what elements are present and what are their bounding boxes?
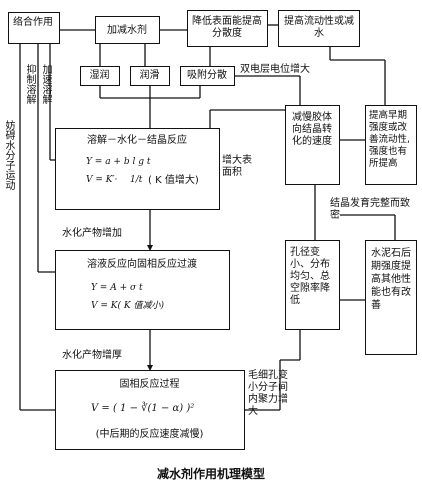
increase-area-label: 增大表面积: [222, 155, 252, 178]
accelerate-dissolve-label: 加速溶解: [40, 64, 51, 104]
dissolution-title: 溶解－水化－结晶反应: [87, 135, 187, 146]
solution-transition-node: 溶液反应向固相反应过渡 Y = A + σ t V = K( K 值减小): [55, 250, 230, 330]
wetting-node: 湿润: [80, 66, 120, 86]
solid-formula: V = ( 1 − ∛(1 − α) )²: [91, 403, 195, 414]
complex-node: 络合作用: [8, 12, 60, 44]
slow-gel-node: 减慢胶体向结晶转化的速度: [285, 105, 340, 185]
adsorption-node: 吸附分散: [180, 66, 235, 86]
early-strength-node: 提高早期强度或改善流动性,强度也有所提高: [365, 105, 417, 185]
dissolution-formula-2a: V = K′·: [86, 175, 118, 185]
solution-title: 溶液反应向固相反应过渡: [87, 259, 197, 270]
crystal-dense-label: 结晶发育完整而致密: [330, 198, 410, 221]
late-strength-label: 水泥石后期强度提高其他性能也有改善: [371, 248, 411, 311]
double-layer-label: 双电层电位增大: [240, 64, 310, 75]
late-strength-node: 水泥石后期强度提高其他性能也有改善: [365, 240, 417, 355]
solid-note: (中后期的反应速度减慢): [95, 429, 204, 440]
inhibit-dissolve-label: 抑制溶解: [24, 64, 35, 104]
pore-label: 孔径变小、分布均匀、总空隙率降低: [290, 247, 330, 306]
raise-fluidity-node: 提高流动性或减水: [278, 10, 360, 47]
slow-gel-label: 减慢胶体向结晶转化的速度: [292, 112, 332, 147]
early-strength-label: 提高早期强度或改善流动性,强度也有所提高: [369, 110, 411, 169]
add-reducer-node: 加减水剂: [95, 16, 160, 44]
dissolution-formula-2c: ( K 值增大): [148, 175, 199, 186]
lubrication-label: 润滑: [139, 70, 160, 81]
pore-node: 孔径变小、分布均匀、总空隙率降低: [285, 240, 340, 330]
capillary-label: 毛细孔变小分子间内聚力增大: [248, 370, 288, 417]
hinder-molecules-label: 妨碍水分子运动: [3, 120, 14, 190]
dissolution-formula-1: Y = a + b l g t: [86, 157, 151, 167]
solid-title: 固相反应过程: [119, 379, 180, 390]
solution-formula-1: Y = A + σ t: [91, 283, 143, 293]
add-reducer-label: 加减水剂: [107, 25, 147, 36]
reduce-energy-node: 降低表面能提高分散度: [187, 10, 268, 47]
hydration-increase-label: 水化产物增加: [62, 228, 122, 239]
complex-label: 络合作用: [13, 17, 53, 28]
reduce-energy-label: 降低表面能提高分散度: [192, 16, 262, 39]
wetting-label: 湿润: [89, 70, 110, 81]
solid-phase-node: 固相反应过程 V = ( 1 − ∛(1 − α) )² (中后期的反应速度减慢…: [55, 370, 245, 450]
dissolution-node: 溶解－水化－结晶反应 Y = a + b l g t V = K′· 1/t (…: [55, 128, 220, 210]
hydration-thicken-label: 水化产物增厚: [62, 350, 122, 361]
adsorption-label: 吸附分散: [187, 70, 227, 81]
dissolution-formula-2b: 1/t: [130, 175, 143, 185]
solution-formula-2: V = K( K 值减小): [91, 301, 164, 311]
lubrication-node: 润滑: [130, 66, 170, 86]
figure-caption: 减水剂作用机理模型: [156, 467, 265, 481]
raise-fluidity-label: 提高流动性或减水: [284, 16, 354, 39]
